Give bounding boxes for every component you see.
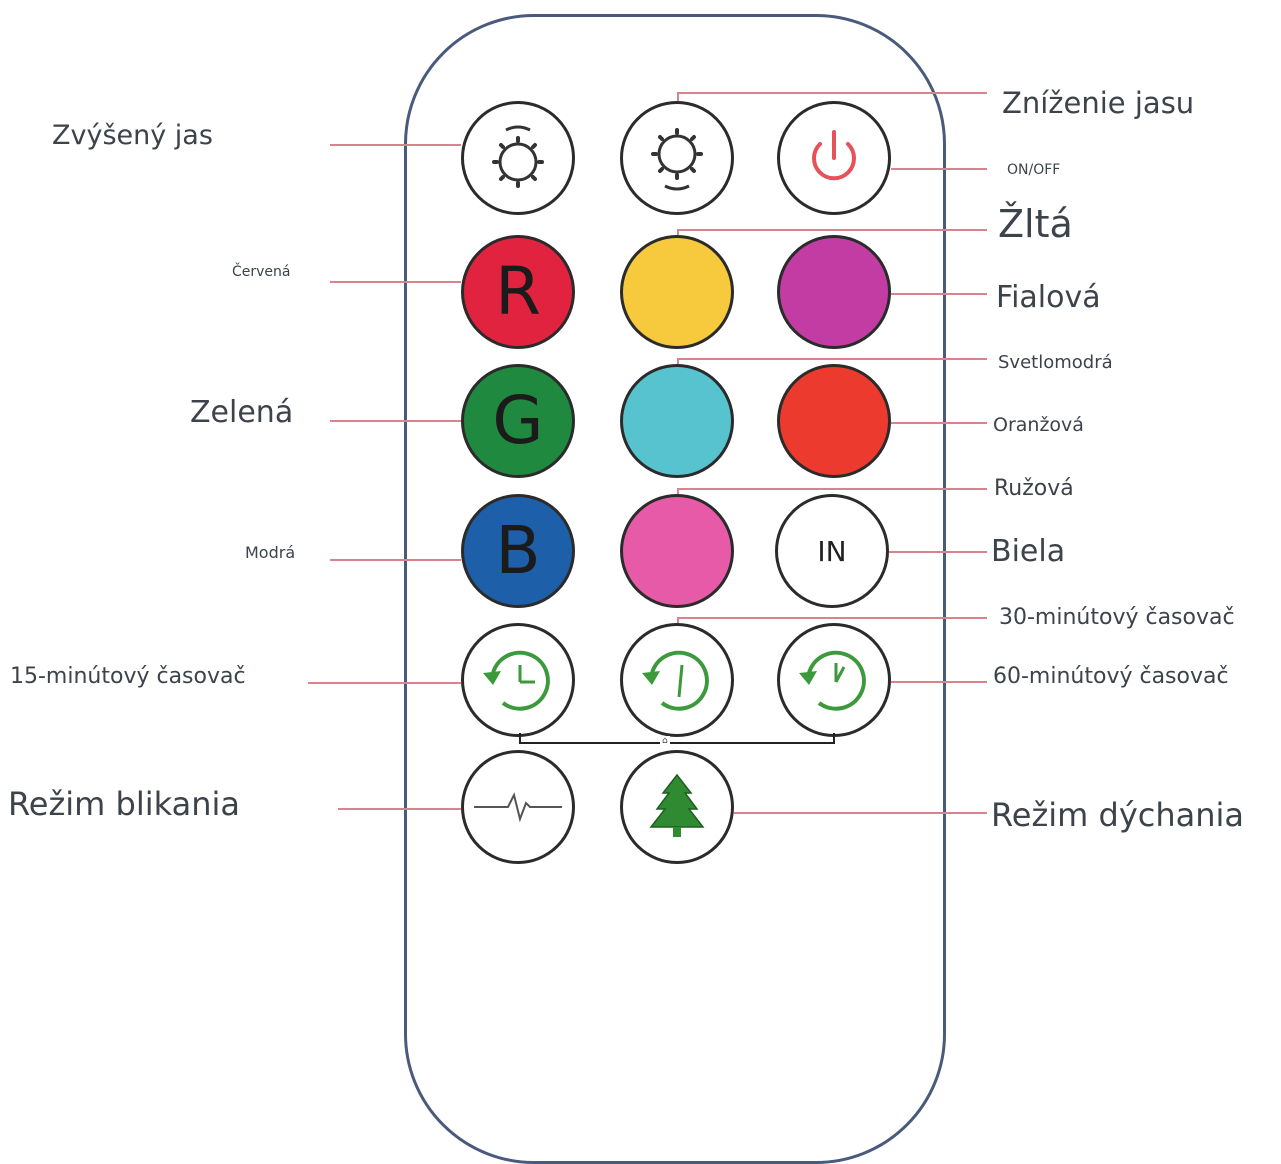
label-yellow: Žltá xyxy=(998,202,1073,246)
leader-white xyxy=(889,551,987,553)
label-flash: Režim blikania xyxy=(8,785,240,823)
orange-button[interactable] xyxy=(777,364,891,478)
brightness-up-button[interactable] xyxy=(461,101,575,215)
leader-timer-30-v xyxy=(677,617,679,623)
timer-30-button[interactable] xyxy=(620,623,734,737)
label-light-blue: Svetlomodrá xyxy=(998,352,1113,373)
leader-brightness-down-v xyxy=(677,92,679,101)
label-brightness-down: Zníženie jasu xyxy=(1002,86,1195,120)
timer-bracket-right xyxy=(833,733,835,743)
leader-yellow xyxy=(677,229,987,231)
leader-red xyxy=(330,281,461,283)
yellow-button[interactable] xyxy=(620,235,734,349)
timer-bracket-mark: ⌂ xyxy=(660,736,670,746)
leader-light-blue-v xyxy=(677,358,679,364)
label-purple: Fialová xyxy=(996,280,1101,315)
label-breath: Režim dýchania xyxy=(991,796,1245,834)
flash-mode-button[interactable] xyxy=(461,750,575,864)
label-white: Biela xyxy=(991,534,1066,569)
leader-pink-v xyxy=(677,488,679,494)
remote-diagram: R G B IN xyxy=(8,14,1245,1164)
white-button-text: IN xyxy=(817,534,847,568)
blue-letter: B xyxy=(495,512,541,589)
timer-15-button[interactable] xyxy=(461,623,575,737)
clock-timer-icon xyxy=(799,650,866,711)
label-brightness-up: Zvýšený jas xyxy=(52,120,213,151)
green-button[interactable]: G xyxy=(461,364,575,478)
power-button[interactable] xyxy=(777,101,891,215)
leader-blue xyxy=(330,559,461,561)
clock-timer-icon xyxy=(483,650,550,711)
pine-tree-icon xyxy=(649,773,705,837)
green-letter: G xyxy=(492,382,544,459)
leader-breath xyxy=(734,812,987,814)
heartbeat-wave-icon xyxy=(474,792,562,823)
sun-brightness-down-icon xyxy=(651,128,703,191)
label-orange: Oranžová xyxy=(993,414,1084,436)
leader-pink xyxy=(677,488,987,490)
purple-button[interactable] xyxy=(777,235,891,349)
sun-brightness-up-icon xyxy=(492,125,544,188)
label-green: Zelená xyxy=(190,395,294,430)
label-red: Červená xyxy=(232,264,291,280)
leader-timer-15 xyxy=(308,682,461,684)
power-icon xyxy=(812,130,856,181)
leader-power xyxy=(891,168,987,170)
pink-button[interactable] xyxy=(620,494,734,608)
leader-green xyxy=(330,420,461,422)
red-button[interactable]: R xyxy=(461,235,575,349)
blue-button[interactable]: B xyxy=(461,494,575,608)
white-button[interactable]: IN xyxy=(775,494,889,608)
leader-yellow-v xyxy=(677,229,679,235)
label-pink: Ružová xyxy=(994,476,1074,501)
label-timer-60: 60-minútový časovač xyxy=(993,664,1229,689)
label-blue: Modrá xyxy=(245,543,296,562)
leader-timer-60 xyxy=(891,681,987,683)
label-power: ON/OFF xyxy=(1007,162,1061,178)
leader-brightness-down xyxy=(677,92,987,94)
red-letter: R xyxy=(495,253,541,330)
brightness-down-button[interactable] xyxy=(620,101,734,215)
timer-bracket-bottom xyxy=(519,742,835,744)
clock-timer-icon xyxy=(642,650,709,711)
leader-brightness-up xyxy=(330,144,461,146)
leader-timer-30 xyxy=(677,617,987,619)
label-timer-30: 30-minútový časovač xyxy=(999,605,1235,630)
leader-light-blue xyxy=(677,358,987,360)
leader-orange xyxy=(891,422,987,424)
breath-mode-button[interactable] xyxy=(620,750,734,864)
label-timer-15: 15-minútový časovač xyxy=(10,664,246,689)
leader-purple xyxy=(891,293,987,295)
light-blue-button[interactable] xyxy=(620,364,734,478)
timer-bracket-left xyxy=(519,733,521,743)
leader-flash xyxy=(338,808,461,810)
timer-60-button[interactable] xyxy=(777,623,891,737)
